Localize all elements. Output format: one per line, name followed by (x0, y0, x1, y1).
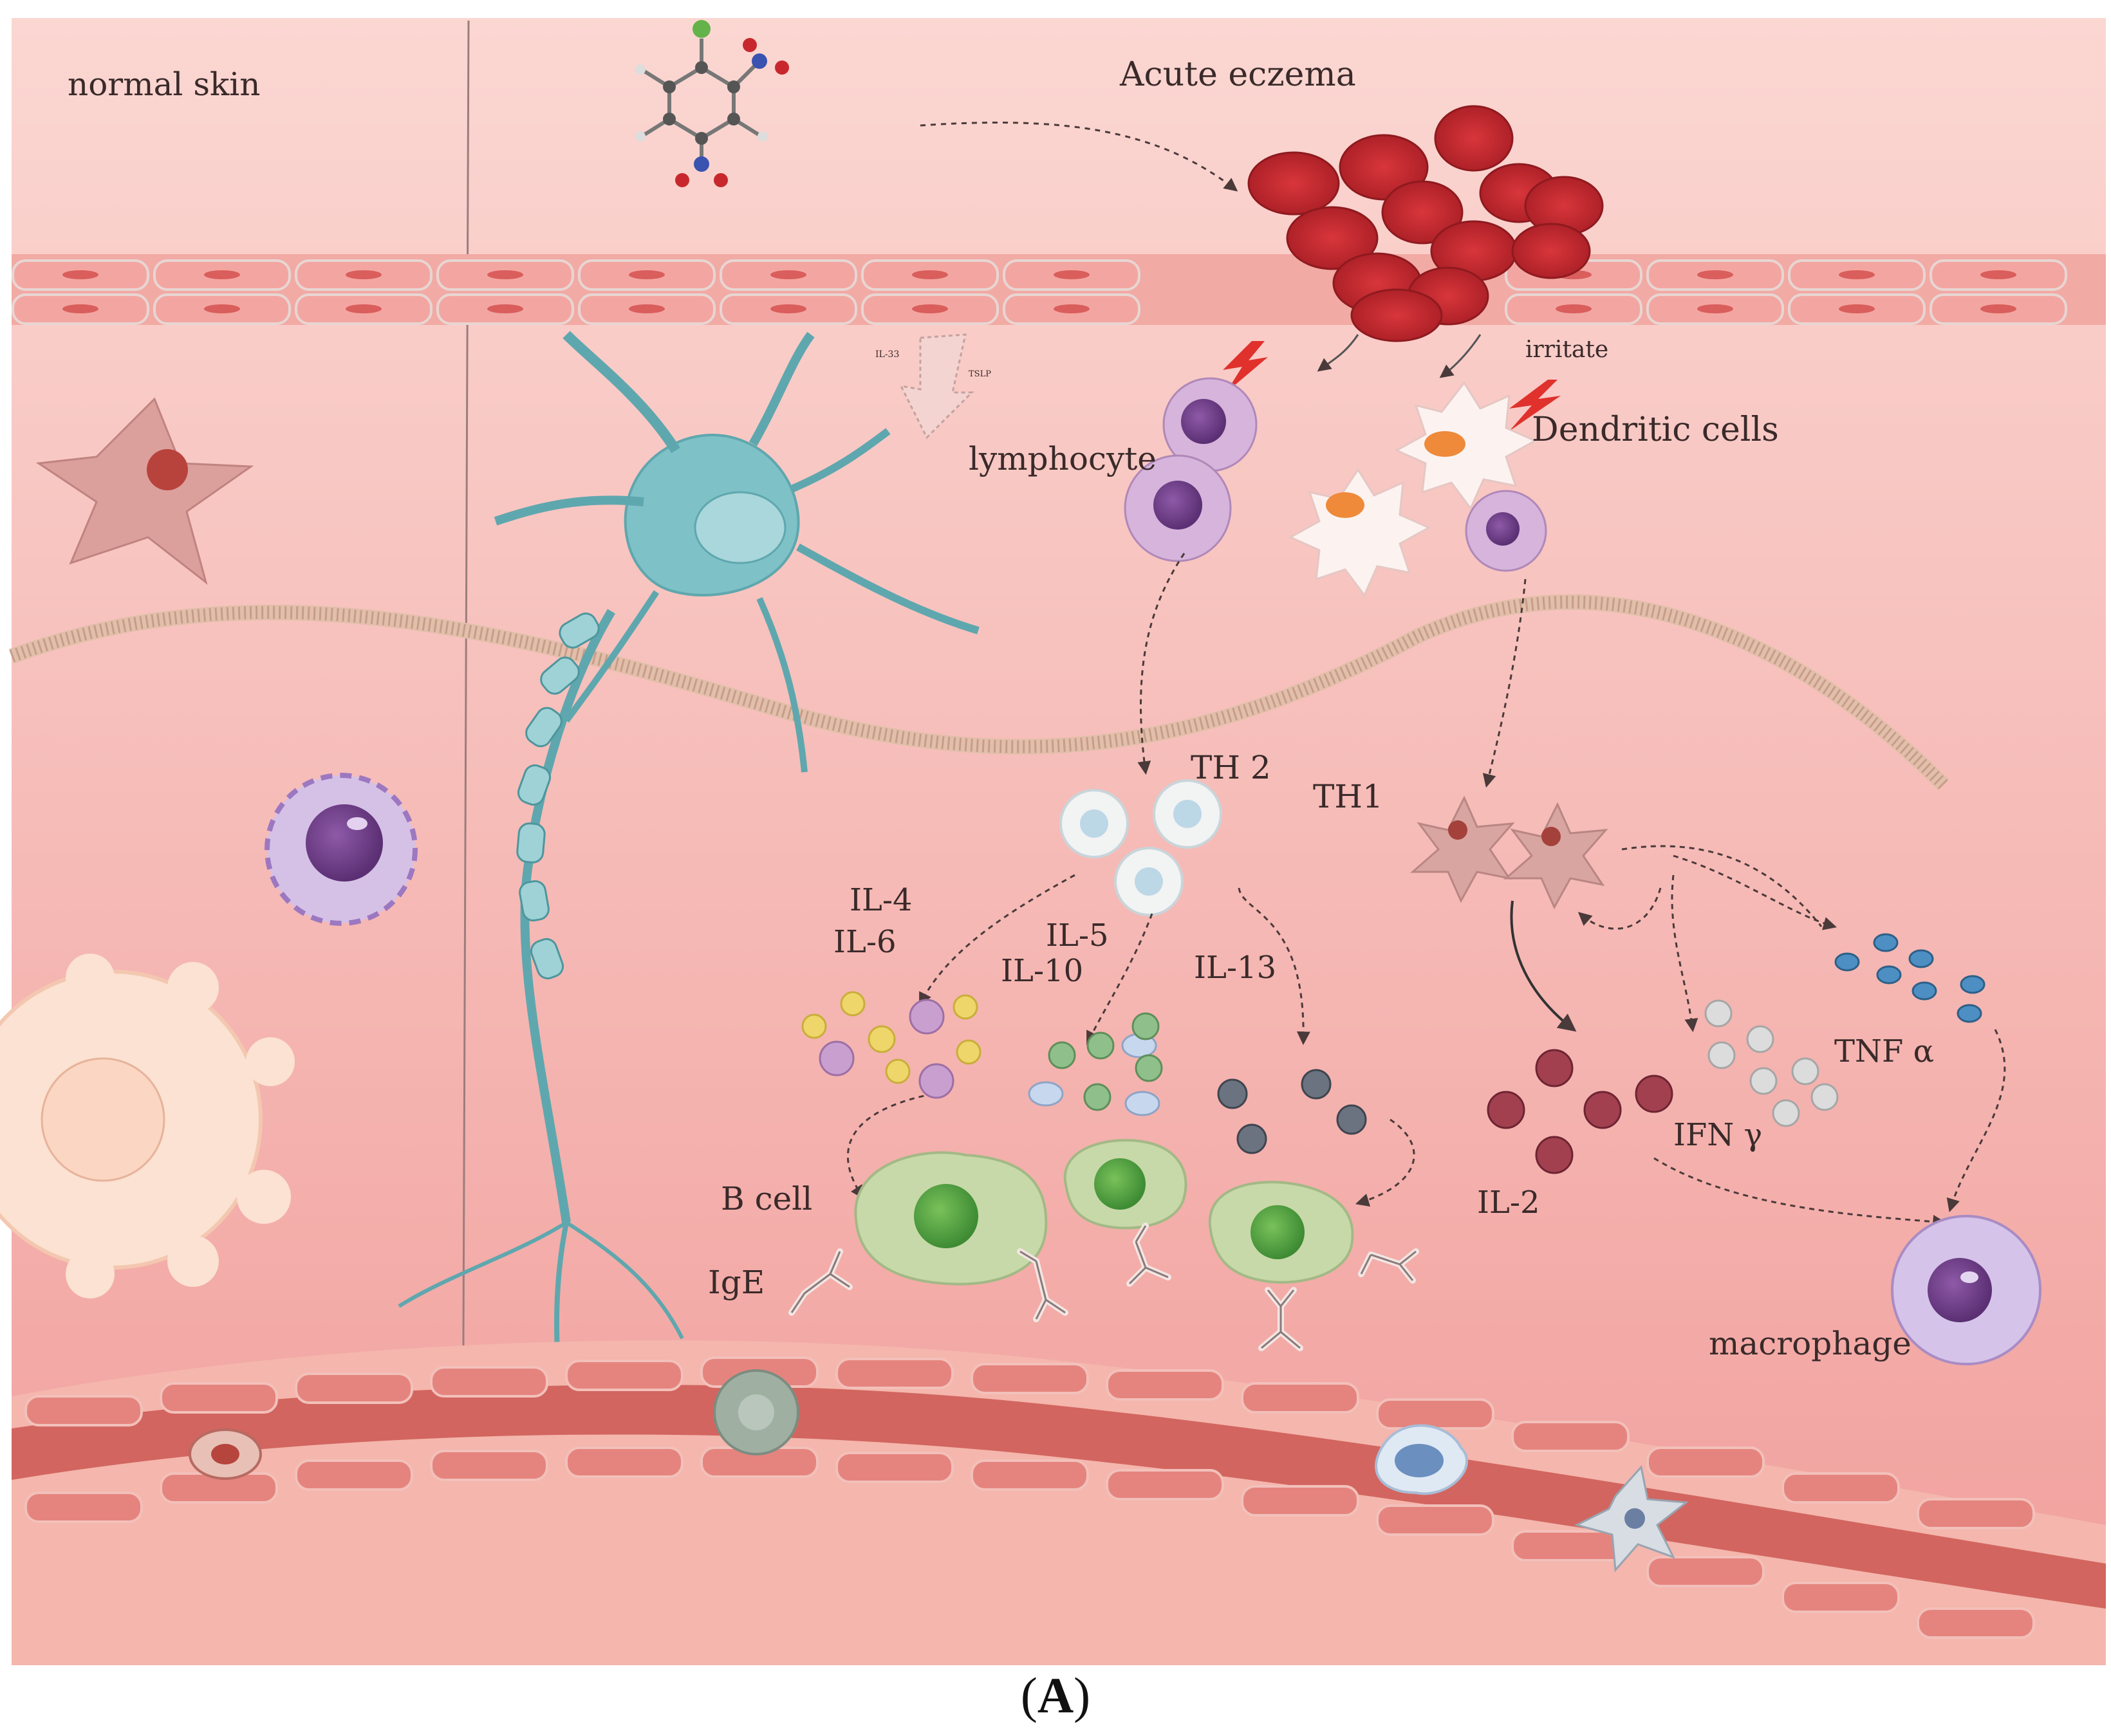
caption-open-paren: ( (1020, 1667, 1037, 1723)
caption-letter: A (1037, 1667, 1074, 1723)
label-tslp: TSLP (969, 369, 991, 379)
dendritic-cells (1288, 381, 1538, 597)
th1-cells (1410, 795, 1608, 910)
label-il4: IL-4 (850, 882, 913, 918)
melanocyte-cell (35, 397, 254, 585)
label-ige: IgE (708, 1264, 765, 1301)
panel-title-acute-eczema: Acute eczema (1119, 55, 1356, 94)
il2-arrow (1510, 900, 1577, 1032)
macrophage-cell (1891, 1215, 2041, 1365)
panel-title-normal-skin: normal skin (68, 66, 260, 103)
il33-arrow (899, 333, 974, 439)
figure-caption: (A) (0, 1667, 2111, 1724)
red-blood-cell-cluster (1247, 105, 1604, 342)
label-irritate: irritate (1525, 337, 1608, 363)
label-macrophage: macrophage (1709, 1325, 1911, 1362)
label-il2: IL-2 (1477, 1185, 1540, 1221)
label-il5: IL-5 (1046, 918, 1109, 954)
label-dendritic-cells: Dendritic cells (1532, 411, 1779, 449)
label-tnf-alpha: TNF α (1834, 1033, 1934, 1069)
lightning-icon (1509, 380, 1561, 431)
adipocyte-cell (0, 954, 295, 1298)
label-b-cell: B cell (721, 1180, 812, 1217)
ige-antibody-outlines (790, 1225, 1417, 1349)
caption-close-paren: ) (1074, 1667, 1091, 1723)
epidermis-layer (12, 254, 2106, 325)
basement-membrane (8, 594, 1949, 791)
arrow-rbc-to-dendritic (1439, 334, 1482, 378)
il4-il6-cytokines (801, 991, 981, 1099)
b-cells (854, 1139, 1354, 1286)
label-il13: IL-13 (1194, 950, 1276, 986)
lymphocyte-cells (1124, 377, 1547, 572)
ifn-gamma-cytokines (1704, 999, 1839, 1127)
label-il6: IL-6 (833, 924, 897, 960)
myelin-sheath (516, 613, 600, 980)
label-th1: TH1 (1313, 778, 1383, 815)
il5-il10-cytokines (1028, 1012, 1163, 1116)
label-th2: TH 2 (1191, 749, 1271, 786)
blood-vessel (12, 1340, 2106, 1665)
label-lymphocyte: lymphocyte (969, 440, 1157, 477)
il2-cytokines (1487, 1049, 1673, 1174)
label-il10: IL-10 (1001, 953, 1083, 989)
label-il33: IL-33 (875, 349, 899, 360)
arrow-molecule-to-eczema (920, 122, 1238, 192)
il13-cytokines (1217, 1069, 1367, 1154)
molecule-icon (635, 20, 789, 187)
mast-cell (265, 773, 418, 926)
th2-cells (1059, 779, 1222, 916)
label-ifn-gamma: IFN γ (1673, 1117, 1762, 1153)
tnf-alpha-cytokines (1834, 933, 1985, 1023)
arrow-rbc-to-lymphocyte (1317, 334, 1359, 372)
neuron (398, 331, 980, 1448)
pathway-arrows (846, 553, 2006, 1229)
lightning-icon (1223, 341, 1268, 392)
